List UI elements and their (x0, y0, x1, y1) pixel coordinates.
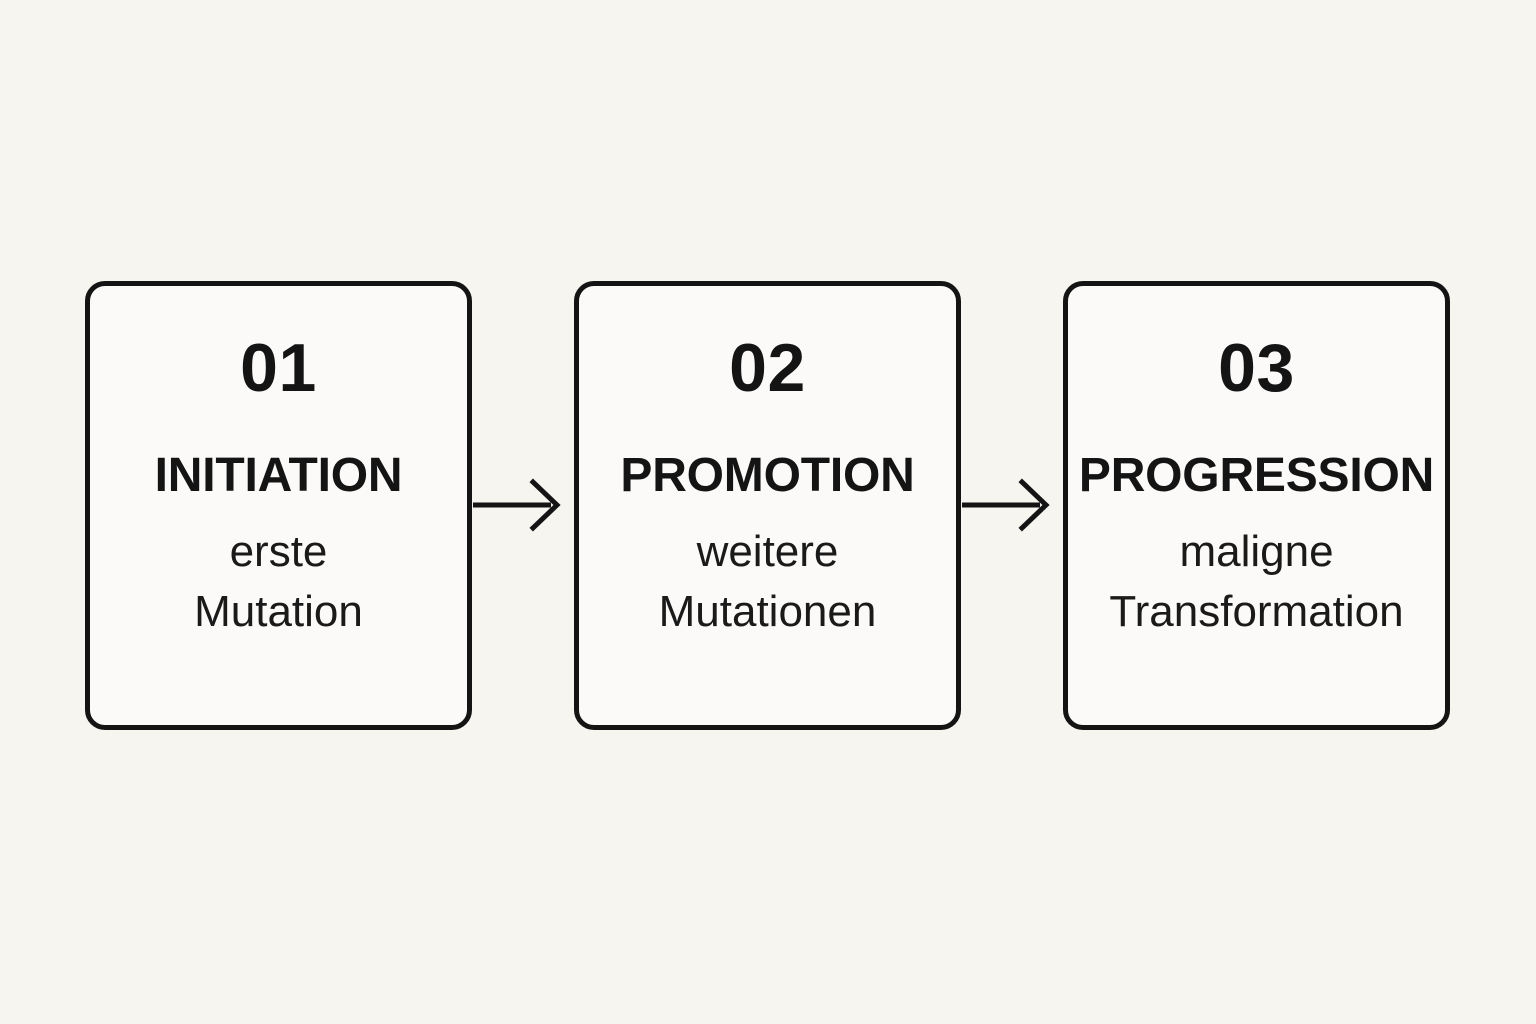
stage-box-promotion[interactable]: 02 PROMOTION weitere Mutationen (574, 281, 961, 730)
connector-initiation-to-promotion (472, 281, 574, 730)
stage-description: maligne Transformation (1109, 527, 1404, 636)
arrow-right-icon (961, 478, 1050, 532)
stage-number: 02 (729, 330, 806, 406)
stage-title: PROGRESSION (1078, 449, 1435, 502)
stage-number: 03 (1218, 330, 1295, 406)
stage-box-initiation[interactable]: 01 INITIATION erste Mutation (85, 281, 472, 730)
stage-content: 02 PROMOTION weitere Mutationen (579, 334, 956, 642)
stage-description: erste Mutation (194, 527, 363, 636)
process-flow: 01 INITIATION erste Mutation 02 PROMOTIO… (85, 281, 1450, 730)
stage-description: weitere Mutationen (658, 527, 877, 636)
stage-content: 01 INITIATION erste Mutation (90, 334, 467, 642)
stage-content: 03 PROGRESSION maligne Transformation (1068, 334, 1445, 642)
stage-title: PROMOTION (620, 449, 915, 502)
stage-title: INITIATION (154, 449, 403, 502)
stage-box-progression[interactable]: 03 PROGRESSION maligne Transformation (1063, 281, 1450, 730)
connector-promotion-to-progression (961, 281, 1063, 730)
stage-number: 01 (240, 330, 317, 406)
arrow-right-icon (472, 478, 561, 532)
